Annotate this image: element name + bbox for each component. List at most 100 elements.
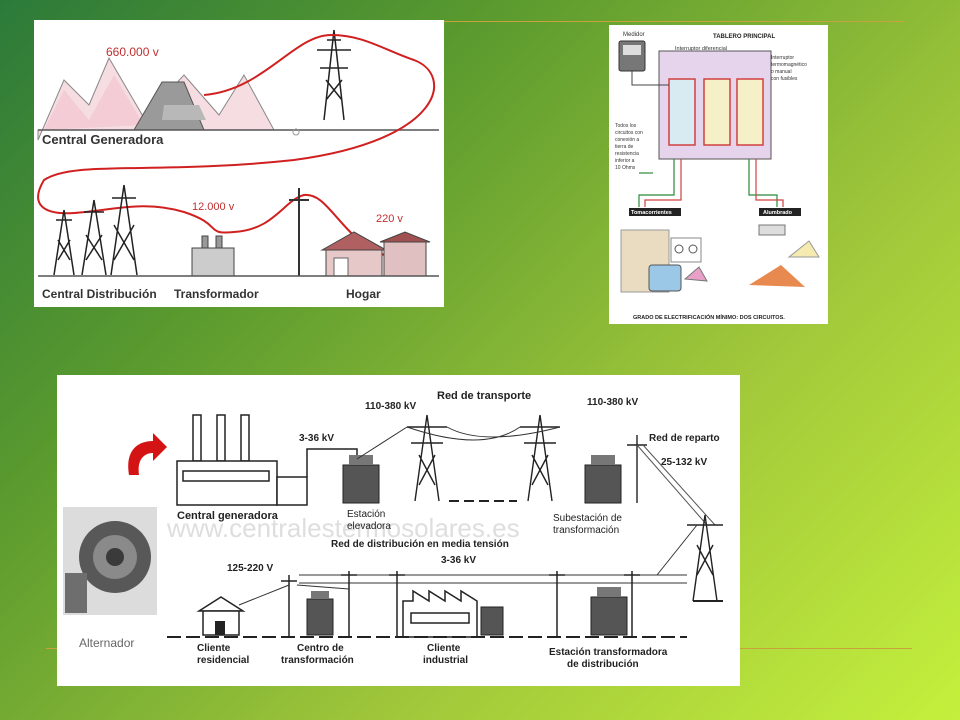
residential-house (196, 596, 246, 636)
power-plant (176, 414, 308, 506)
differential-switch: Interruptor diferencial (675, 46, 727, 52)
ground-line: Todos los (615, 123, 637, 129)
mountain-shade (44, 75, 144, 130)
distribution-pole-low (281, 575, 297, 637)
thermo-line: o manual (771, 69, 792, 75)
distribution-feed-cables (636, 444, 716, 526)
outlets-tag (629, 208, 681, 216)
transformer (191, 235, 235, 277)
label-home: Hogar (346, 287, 381, 301)
high-voltage-tower (317, 29, 351, 121)
television-icon (648, 264, 682, 292)
thermo-line: con fusibles (771, 76, 798, 82)
residential-line: Cliente (197, 643, 231, 654)
transformation-line: transformación (281, 655, 354, 666)
electrical-panel-diagram: Medidor TABLERO PRINCIPAL Interruptor di… (609, 25, 828, 324)
industrial-building (402, 589, 478, 638)
label-transformer: Transformador (174, 287, 259, 301)
ceiling-lamp-icon (758, 224, 786, 236)
transformation-line: Centro de (297, 643, 344, 654)
fan-icon (674, 244, 684, 254)
medium-voltage-value: 3-36 kV (441, 555, 476, 566)
residential-line: residencial (197, 655, 249, 666)
thermo-switch-note: Interruptor termomagnético o manual con … (771, 55, 807, 82)
ground-line: conexión a (615, 137, 639, 143)
lighting-tag (759, 208, 801, 216)
ground-line: resistencia (615, 151, 639, 157)
distribution-tower-right (687, 514, 723, 602)
outlets-label: Tomacorrientes (631, 210, 672, 216)
plant-voltage: 3-36 kV (299, 433, 334, 444)
medium-voltage-poles (341, 571, 640, 637)
industrial-line: Cliente (427, 643, 461, 654)
lamp-shade-icon (749, 265, 805, 287)
electrical-panel-svg: Medidor TABLERO PRINCIPAL Interruptor di… (615, 32, 820, 321)
red-arrow-icon (128, 433, 167, 475)
distribution-voltage: 25-132 kV (661, 457, 707, 468)
lighting-label: Alumbrado (763, 210, 793, 216)
distribution-station-line: Estación transformadora (549, 647, 668, 658)
thermo-line: termomagnético (771, 62, 807, 68)
substation-line: Subestación de (553, 513, 622, 524)
cursor-dot (292, 128, 300, 136)
substation-line: transformación (553, 525, 619, 536)
medium-voltage-network-label: Red de distribución en media tensión (331, 539, 509, 550)
meter-display (623, 45, 641, 55)
thermo-line: Interruptor (771, 55, 794, 61)
substation-transformer (584, 455, 622, 504)
distribution-network-label: Red de reparto (649, 433, 720, 444)
industrial-line: industrial (423, 655, 468, 666)
distribution-station (590, 587, 628, 636)
transport-network-label: Red de transporte (437, 390, 531, 402)
circuit-wires (638, 159, 784, 207)
voltage-left-tower: 110-380 kV (365, 401, 416, 412)
power-route-svg: 660.000 v Central Generadora 12.000 v 22… (37, 29, 439, 301)
main-board-title: TABLERO PRINCIPAL (713, 34, 775, 40)
power-line-route (37, 33, 436, 256)
meter-label: Medidor (623, 32, 645, 38)
industrial-transformer (480, 606, 504, 636)
utility-pole (289, 188, 309, 276)
footer-caption: GRADO DE ELECTRIFICACIÓN MÍNIMO: DOS CIR… (633, 313, 785, 321)
iron-icon (683, 266, 708, 282)
ground-line: 10 Ohms (615, 165, 636, 171)
distribution-station-line: de distribución (567, 659, 639, 670)
medium-voltage-cables (299, 574, 687, 584)
distribution-towers (53, 184, 138, 276)
home-building (320, 231, 431, 277)
transport-cables (356, 426, 561, 460)
outlet-plate-icon (670, 237, 702, 263)
ground-line: inferior a (615, 158, 635, 164)
feed-wire (631, 71, 669, 86)
ground-note: Todos los circuitos con conexión a tierr… (615, 123, 643, 171)
generating-station-label: Central generadora (177, 510, 279, 522)
alternator-image (63, 507, 157, 615)
transport-tower-left (407, 414, 447, 502)
medium-link-up (656, 524, 698, 576)
power-route-diagram: 660.000 v Central Generadora 12.000 v 22… (34, 20, 444, 307)
differential-breaker (668, 78, 696, 146)
voltage-high: 660.000 v (106, 45, 159, 59)
breaker-one (703, 78, 731, 146)
transformation-center (306, 591, 334, 636)
alternator-label: Alternador (79, 636, 134, 650)
power-distribution-svg: www.centralestermosolares.es Alternador … (63, 390, 723, 670)
ground-line: tierra de (615, 144, 634, 150)
label-generation: Central Generadora (42, 132, 164, 147)
home-voltage: 125-220 V (227, 563, 273, 574)
table-lamp-icon (787, 240, 820, 258)
watermark: www.centralestermosolares.es (166, 513, 520, 543)
breaker-two (736, 78, 764, 146)
ground-line: circuitos con (615, 130, 643, 136)
transport-tower-right (520, 414, 560, 502)
socket-icon (688, 244, 698, 254)
voltage-low: 220 v (376, 213, 403, 225)
label-distribution: Central Distribución (42, 287, 157, 301)
top-accent-line (440, 21, 904, 22)
voltage-right-tower: 110-380 kV (587, 397, 638, 408)
voltage-mid: 12.000 v (192, 201, 235, 213)
step-up-line: elevadora (347, 521, 391, 532)
step-up-transformer (342, 455, 380, 504)
dam-wall (162, 105, 206, 120)
home-service-cable (238, 584, 350, 606)
